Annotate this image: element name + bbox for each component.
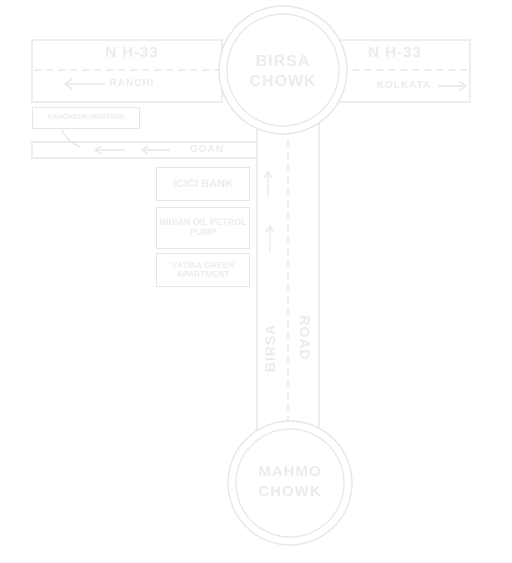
top-junction-inner bbox=[226, 13, 340, 127]
service-arrow-left-icon bbox=[93, 145, 125, 155]
road-name-part1: BIRSA bbox=[262, 323, 278, 373]
direction-kolkata: KOLKATA bbox=[376, 80, 432, 91]
bottom-junction-inner bbox=[235, 428, 345, 538]
landmark-icici-bank: ICICI BANK bbox=[156, 167, 250, 201]
highway-band-right bbox=[337, 39, 471, 103]
service-arrow-left-2-icon bbox=[140, 145, 170, 155]
arrow-right-icon bbox=[438, 80, 468, 92]
bottom-junction-label: MAHMO CHOWK bbox=[258, 463, 322, 500]
service-road-connector bbox=[61, 129, 81, 148]
highway-band-left bbox=[31, 39, 223, 103]
road-name-part2: ROAD bbox=[297, 315, 313, 361]
highway-name-left: N H-33 bbox=[105, 44, 159, 61]
arrow-left-icon bbox=[63, 78, 105, 90]
direction-ranchi: RANCHI bbox=[109, 78, 155, 89]
service-road-label: GOAN bbox=[190, 144, 224, 155]
birsa-road bbox=[256, 99, 320, 461]
top-junction-circle bbox=[218, 5, 348, 135]
road-arrow-up-2-icon bbox=[263, 170, 273, 196]
landmark-vatika-green: VATIKA GREEN APARTMENT bbox=[156, 253, 250, 287]
landmark-kancheen: KANCHEEN HERITAGE bbox=[32, 107, 140, 129]
highway-name-right: N H-33 bbox=[368, 44, 422, 61]
top-junction-label: BIRSA CHOWK bbox=[249, 53, 317, 90]
bottom-junction-circle bbox=[227, 420, 353, 546]
road-arrow-up-icon bbox=[265, 224, 275, 252]
landmark-indian-oil: INDIAN OIL PETROL PUMP bbox=[156, 207, 250, 249]
